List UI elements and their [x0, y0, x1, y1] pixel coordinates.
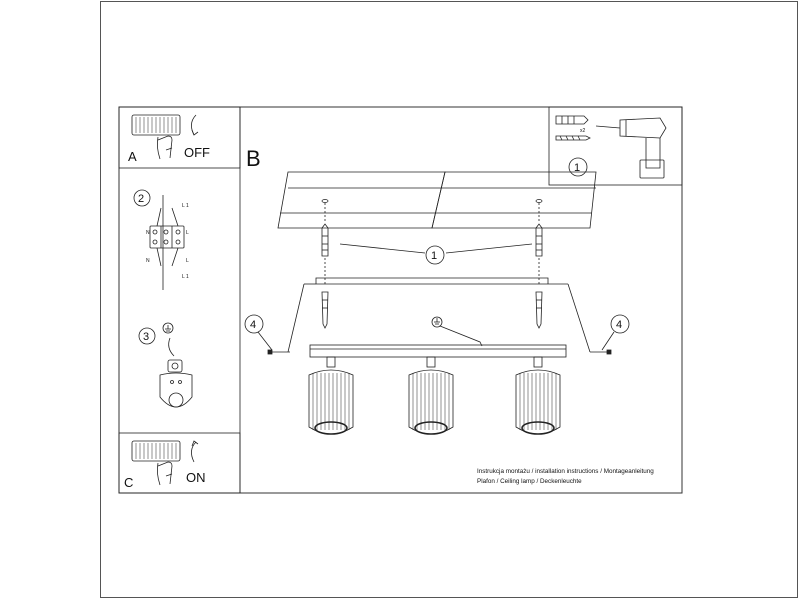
panel-drill-box	[548, 106, 683, 186]
step-2-number: 2	[138, 193, 144, 205]
panel-c-letter: C	[124, 475, 133, 490]
plug-count: x2	[580, 128, 586, 134]
spotlight-icon	[408, 356, 454, 435]
ceiling-slab	[277, 171, 597, 229]
panel-c-state: ON	[186, 470, 206, 485]
earth-bracket-icon	[159, 359, 193, 408]
wall-plug-right	[535, 223, 543, 257]
caption-line-1: Instrukcja montażu / installation instru…	[477, 468, 654, 475]
step-4-circle-right	[610, 314, 630, 334]
leader-screw-left	[257, 331, 273, 351]
switch-off-icon	[131, 114, 199, 160]
earth-wire	[168, 337, 175, 357]
drill-icon	[595, 117, 667, 179]
wire-label-l1-top: L 1	[182, 203, 189, 209]
step-3-circle	[138, 327, 156, 345]
caption-line-2: Plafon / Ceiling lamp / Deckenleuchte	[477, 478, 582, 485]
step-1-circle-b	[425, 245, 445, 265]
leader-screw-right	[601, 331, 615, 351]
step-3-number: 3	[143, 331, 149, 343]
earth-symbol-icon	[162, 322, 174, 334]
earth-symbol-icon	[431, 316, 443, 328]
panel-b-letter: B	[246, 146, 261, 171]
side-screw-right	[590, 349, 612, 355]
perspective-line-left	[287, 283, 305, 353]
step-1-number-b: 1	[431, 250, 437, 262]
wire-label-l-bottom: L	[186, 258, 189, 264]
lamp-bar	[309, 344, 567, 358]
wire-label-n-top: N	[146, 230, 150, 236]
sheet-frame	[100, 1, 798, 598]
leader-right	[445, 243, 533, 254]
panel-a-letter: A	[128, 149, 137, 164]
bracket-screws	[321, 291, 543, 329]
earth-wire-b	[439, 325, 483, 347]
step-1-circle-drill	[568, 157, 588, 177]
mounting-bracket	[315, 258, 549, 285]
terminal-block-icon	[133, 189, 185, 290]
perspective-line-right	[567, 283, 591, 353]
spotlight-icon	[515, 356, 561, 435]
wall-plug-left	[321, 223, 329, 257]
wire-label-l1-bottom: L 1	[182, 274, 189, 280]
ceiling-holes	[321, 199, 543, 222]
panel-a-state: OFF	[184, 145, 210, 160]
step-4-number-right: 4	[616, 319, 622, 331]
wall-plug-icon	[555, 115, 591, 141]
switch-on-icon	[131, 440, 199, 486]
spotlight-icon	[308, 356, 354, 435]
step-1-number-drill: 1	[574, 162, 580, 174]
step-4-circle-left	[244, 314, 264, 334]
wire-label-n-bottom: N	[146, 258, 150, 264]
step-4-number-left: 4	[250, 319, 256, 331]
side-screw-left	[267, 349, 290, 355]
drawing-border	[118, 106, 683, 494]
wire-label-l-top: L	[186, 230, 189, 236]
spotlights	[308, 356, 561, 435]
leader-left	[339, 243, 426, 254]
